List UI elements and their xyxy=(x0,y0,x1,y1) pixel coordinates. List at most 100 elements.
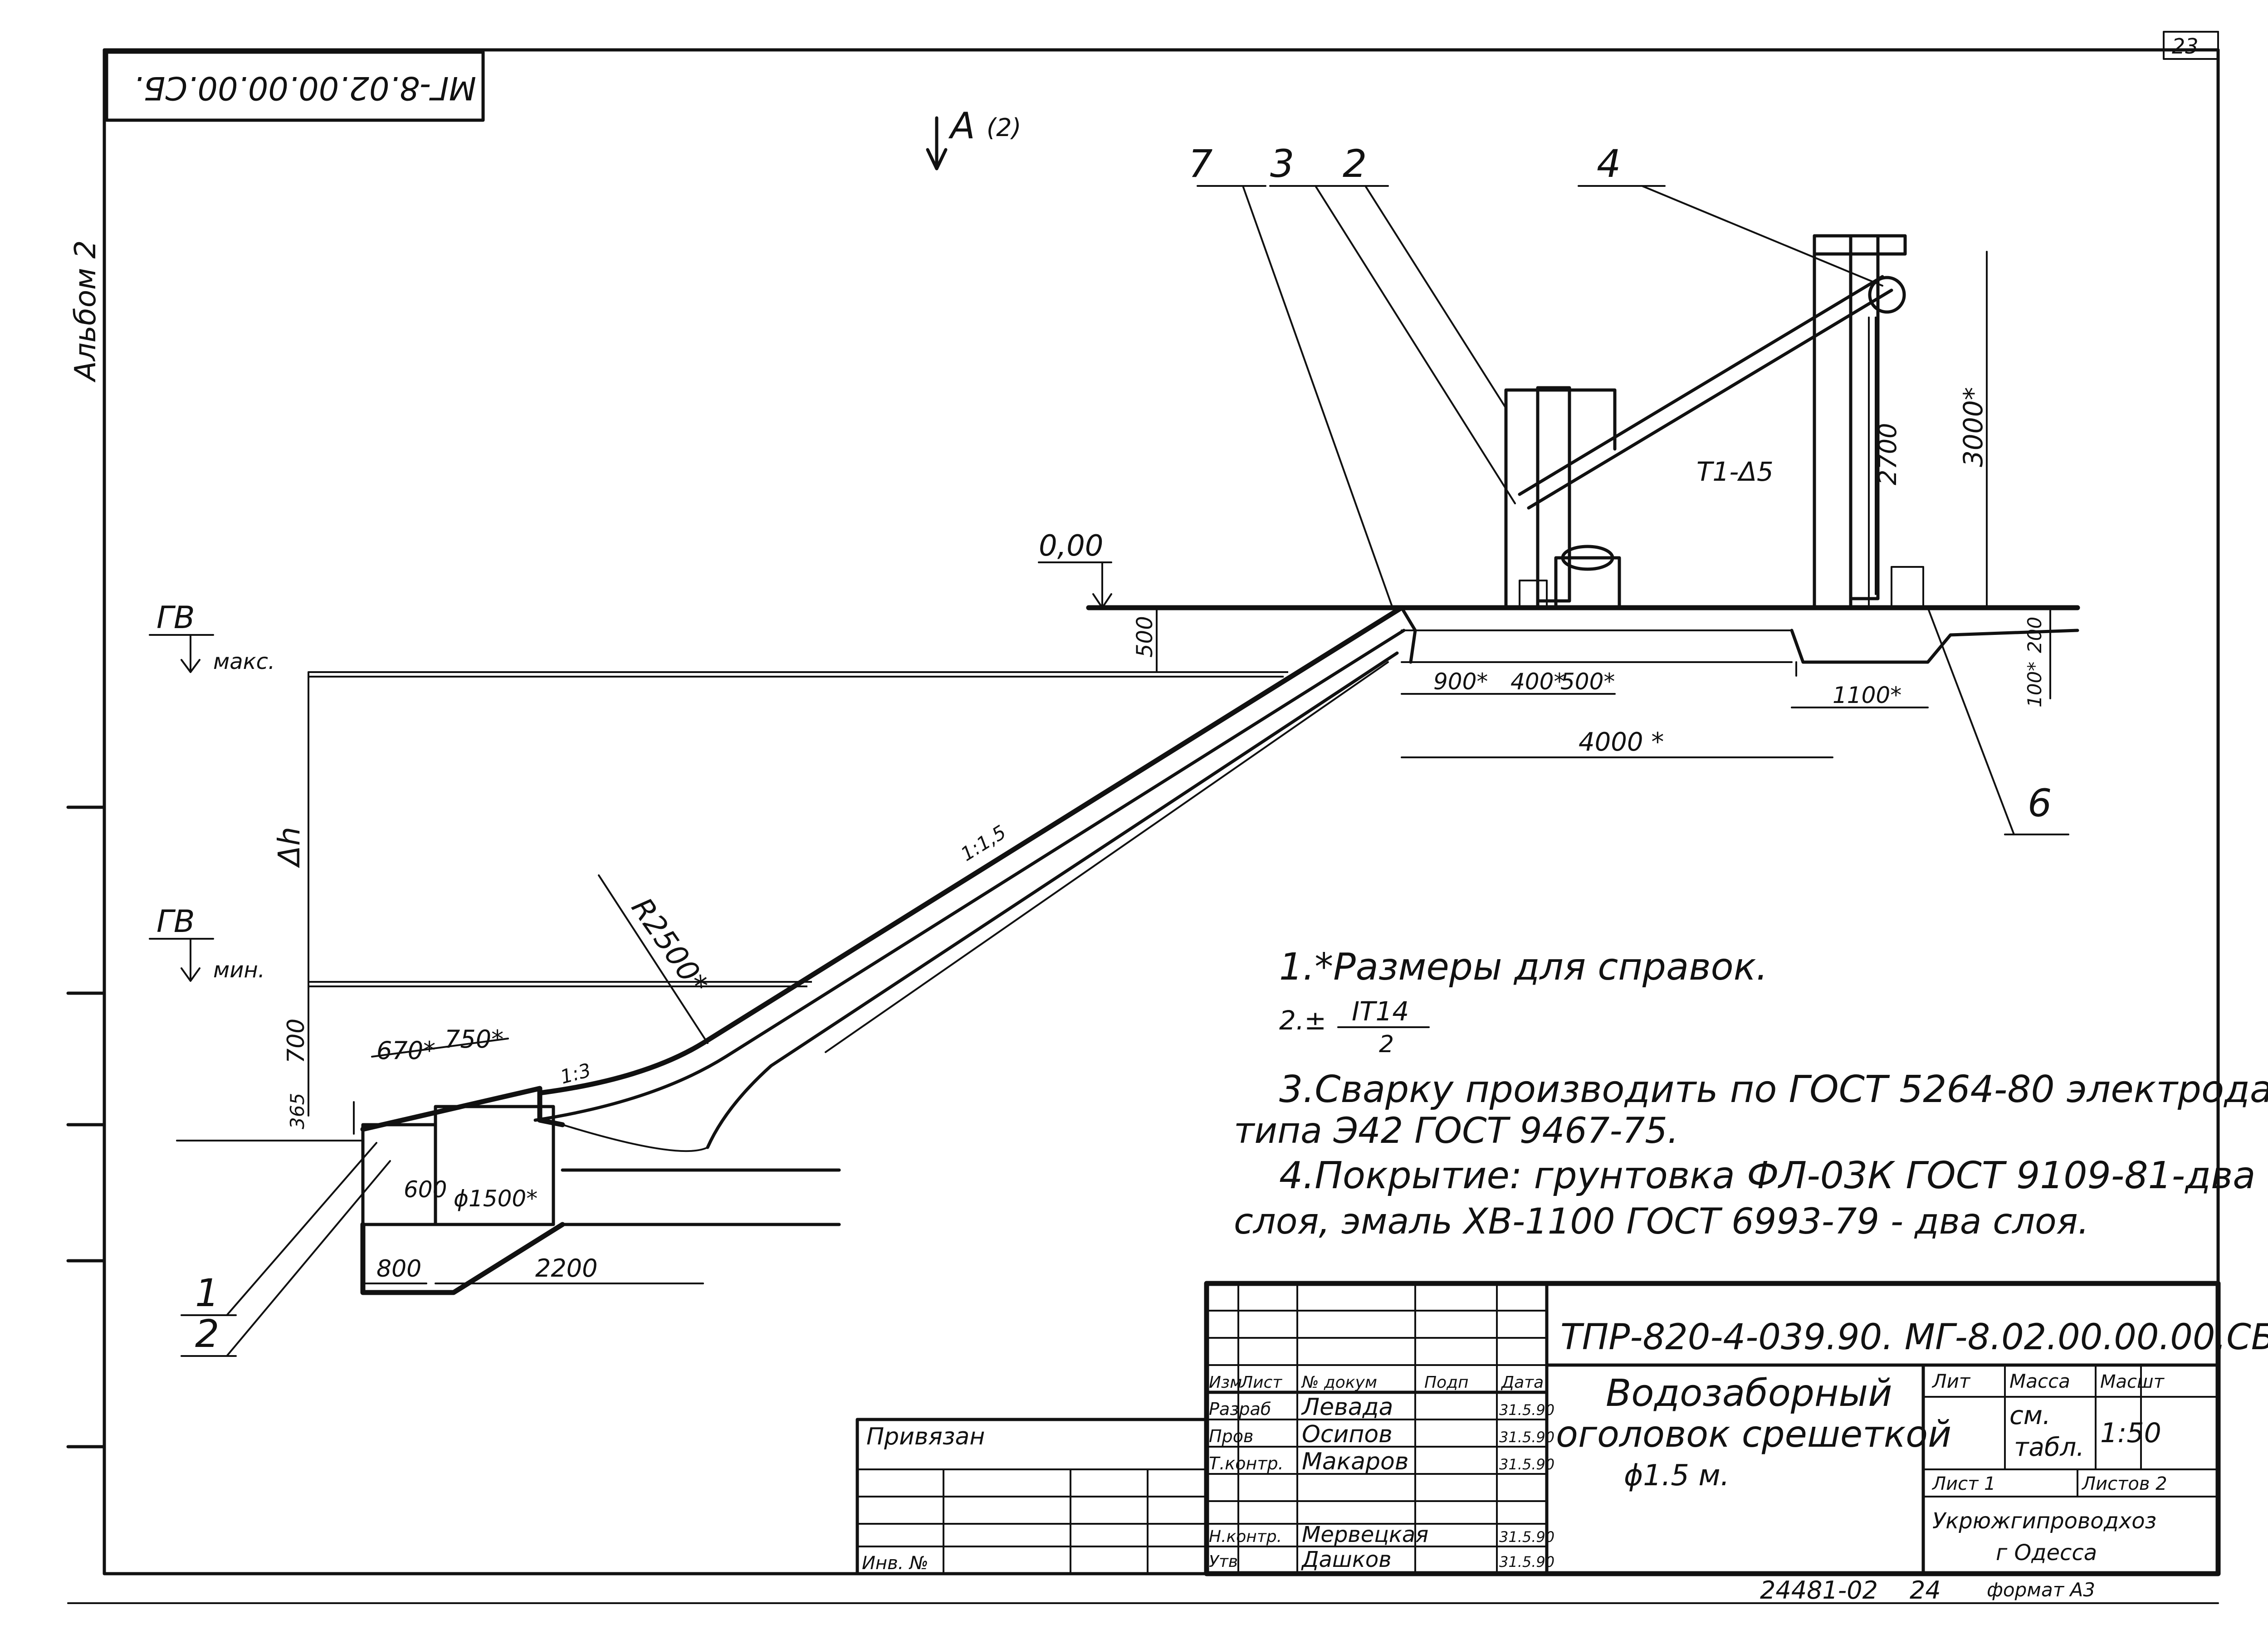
note-2-tolerance-den: 2 xyxy=(1379,1031,1394,1058)
date-utv: 31.5.90 xyxy=(1499,1553,1554,1571)
scale-value: 1:50 xyxy=(2100,1417,2161,1449)
dim-1100: 1100* xyxy=(1833,682,1901,708)
album-label: Альбом 2 xyxy=(69,240,103,383)
bottom-code: 24481-02 xyxy=(1760,1576,1878,1605)
sheets-label: Листов 2 xyxy=(2081,1473,2167,1494)
col-doc: № докум xyxy=(1301,1373,1377,1392)
level-min-label: мин. xyxy=(213,957,265,983)
format-label: формат А3 xyxy=(1987,1579,2095,1601)
dim-500: 500 xyxy=(1132,616,1158,658)
dim-750: 750* xyxy=(445,1025,503,1054)
dim-4000: 4000 * xyxy=(1579,727,1664,757)
dimension-lines xyxy=(308,251,2051,1284)
col-sign: Подп xyxy=(1424,1373,1469,1392)
sheet-frame: 23 xyxy=(66,31,2220,1604)
part-number-6: 6 xyxy=(2028,781,2052,825)
lit-label: Лит xyxy=(1931,1370,1971,1392)
role-tkontr: Т.контр. xyxy=(1209,1454,1284,1473)
inv-no-label: Инв. № xyxy=(862,1553,929,1574)
mass-label: Масса xyxy=(2009,1370,2070,1392)
delta-h-label: Δh xyxy=(272,827,307,868)
part-number-1: 1 xyxy=(195,1271,219,1315)
note-2: 2.± xyxy=(1279,1005,1326,1036)
note-3-line-1: 3.Сварку производить по ГОСТ 5264-80 эле… xyxy=(1279,1068,2268,1111)
part-number-3: 2 xyxy=(1343,141,1367,186)
sheet-number: 23 xyxy=(2172,34,2199,59)
rotated-stamp-code: МГ-8.02.00.00.00.СБ. xyxy=(133,69,476,107)
date-nkontr: 31.5.90 xyxy=(1499,1528,1554,1546)
title-line-3: ϕ1.5 м. xyxy=(1624,1459,1730,1493)
view-marker-letter: А xyxy=(948,105,975,147)
org-line-1: Укрюжгипроводхоз xyxy=(1932,1508,2156,1534)
note-3-line-2: типа Э42 ГОСТ 9467-75. xyxy=(1234,1111,1679,1151)
dim-365: 365 xyxy=(286,1093,308,1129)
mass-value-1: см. xyxy=(2009,1401,2051,1430)
level-gv-min: ГВ xyxy=(156,904,195,940)
part-number-7: 7 xyxy=(1188,141,1212,186)
role-nkontr: Н.контр. xyxy=(1209,1527,1282,1546)
title-line-1: Водозаборный xyxy=(1606,1372,1892,1415)
dim-500b: 500* xyxy=(1560,668,1615,695)
level-gv-max: ГВ xyxy=(156,600,195,636)
note-4-line-2: слоя, эмаль ХВ-1100 ГОСТ 6993-79 - два с… xyxy=(1234,1201,2089,1242)
intake-head xyxy=(176,1086,841,1295)
binding-block xyxy=(855,1418,1208,1575)
dim-400: 400* xyxy=(1510,668,1565,695)
dim-670: 670* xyxy=(376,1036,435,1065)
level-max-label: макс. xyxy=(213,649,275,674)
weld-mark: Т1-Δ5 xyxy=(1696,456,1774,487)
sheet-label: Лист 1 xyxy=(1931,1473,1996,1494)
dim-3000: 3000* xyxy=(1958,387,1989,467)
dim-phi1500: ϕ1500* xyxy=(454,1185,538,1212)
hoist-stand-tall xyxy=(1813,234,1924,610)
note-4-line-1: 4.Покрытие: грунтовка ФЛ-03К ГОСТ 9109-8… xyxy=(1279,1154,2256,1197)
role-razrab: Разраб xyxy=(1209,1399,1271,1419)
view-marker: А (2) xyxy=(926,105,1022,171)
privyazan-label: Привязан xyxy=(866,1423,985,1450)
col-date: Дата xyxy=(1501,1373,1544,1392)
scale-label: Масшт xyxy=(2100,1371,2165,1392)
col-list: Лист xyxy=(1240,1373,1282,1392)
part-number-5: 3 xyxy=(1270,141,1294,186)
level-zero: 0,00 xyxy=(1039,529,1104,563)
dim-700: 700 xyxy=(283,1019,310,1063)
dim-100: 100* xyxy=(2024,662,2046,707)
name-utv: Дашков xyxy=(1301,1547,1391,1572)
date-prov: 31.5.90 xyxy=(1499,1429,1554,1446)
view-marker-ref: (2) xyxy=(987,113,1022,142)
col-izm: Изм xyxy=(1209,1373,1242,1392)
org-line-2: г Одесса xyxy=(1996,1540,2097,1566)
name-razrab: Левада xyxy=(1301,1394,1393,1421)
title-line-2: оголовок срешеткой xyxy=(1556,1413,1951,1455)
dim-600: 600 xyxy=(404,1176,447,1203)
water-levels xyxy=(308,671,1288,987)
dim-2700: 2700 xyxy=(1873,423,1902,485)
part-number-4: 4 xyxy=(1597,141,1621,186)
part-number-2: 2 xyxy=(195,1312,219,1356)
dim-2200: 2200 xyxy=(535,1254,597,1283)
rail-track xyxy=(1518,275,1893,510)
note-1: 1.*Размеры для справок. xyxy=(1279,946,1768,989)
inclined-channel xyxy=(533,605,1406,1152)
name-tkontr: Макаров xyxy=(1302,1448,1408,1475)
doc-code: ТПР-820-4-039.90. МГ-8.02.00.00.00.СБ. xyxy=(1560,1317,2268,1358)
date-razrab: 31.5.90 xyxy=(1499,1401,1554,1419)
dim-800: 800 xyxy=(376,1255,421,1283)
note-2-tolerance-num: IT14 xyxy=(1352,996,1409,1027)
date-tkontr: 31.5.90 xyxy=(1499,1456,1554,1473)
dim-200: 200 xyxy=(2024,617,2046,653)
bottom-number: 24 xyxy=(1910,1576,1941,1605)
name-nkontr: Мервецкая xyxy=(1302,1522,1428,1547)
upper-platform xyxy=(1086,605,2080,677)
hoist-stand-small xyxy=(1504,386,1617,610)
dim-900: 900* xyxy=(1433,668,1488,695)
role-prov: Пров xyxy=(1209,1426,1253,1446)
role-utv: Утв xyxy=(1209,1552,1238,1571)
mass-value-2: табл. xyxy=(2014,1433,2084,1462)
name-prov: Осипов xyxy=(1302,1421,1393,1448)
notes: 1.*Размеры для справок. 2.± IT14 2 3.Сва… xyxy=(1234,946,2268,1242)
part-leaders xyxy=(181,185,2069,1357)
rotated-stamp: МГ-8.02.00.00.00.СБ. xyxy=(105,50,485,122)
winch xyxy=(1554,545,1621,610)
